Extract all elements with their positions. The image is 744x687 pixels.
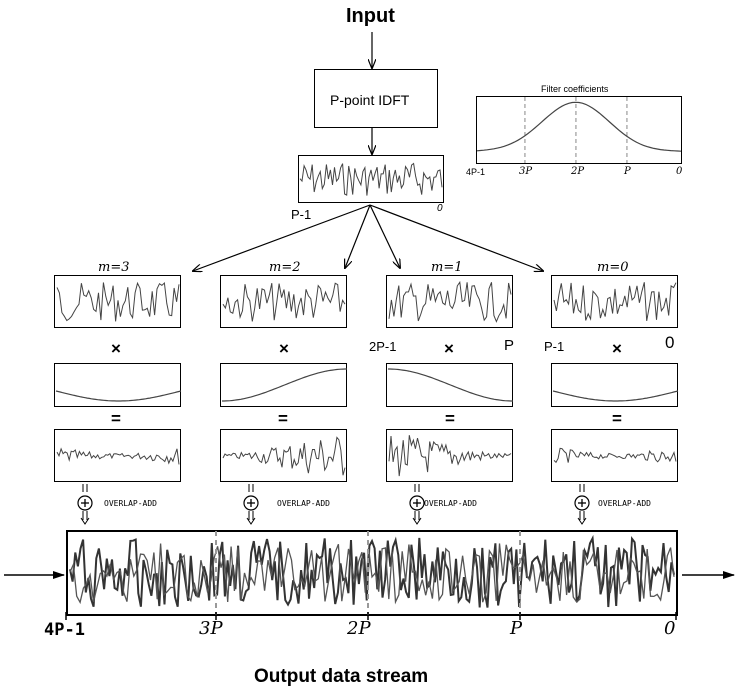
branch-signal-box bbox=[386, 275, 513, 328]
filter-tick-label: 0 bbox=[676, 166, 683, 177]
multiply-symbol: × bbox=[612, 339, 622, 358]
branch-window-box bbox=[54, 363, 181, 407]
equals-symbol: = bbox=[445, 409, 455, 428]
overlap-add-circle bbox=[574, 495, 590, 511]
window-right-label: 0 bbox=[665, 333, 675, 352]
idft-output-signal bbox=[298, 155, 444, 203]
idft-output-right-label: 0 bbox=[437, 203, 443, 214]
branch-m-label: m=0 bbox=[597, 260, 629, 275]
window-right-label: P bbox=[504, 337, 515, 354]
filter-coefficients-title: Filter coefficients bbox=[541, 84, 609, 94]
overlap-add-circle bbox=[409, 495, 425, 511]
branch-window-box bbox=[220, 363, 347, 407]
input-label: Input bbox=[346, 5, 395, 27]
idft-label: P-point IDFT bbox=[330, 92, 410, 108]
filter-tick-label: 3P bbox=[519, 166, 533, 177]
overlap-add-circle bbox=[243, 495, 259, 511]
branch-m-label: m=1 bbox=[431, 260, 463, 275]
overlap-add-label: OVERLAP-ADD bbox=[424, 499, 477, 508]
overlap-add-label: OVERLAP-ADD bbox=[104, 499, 157, 508]
equals-symbol: = bbox=[612, 409, 622, 428]
filter-tick-label: 2P bbox=[571, 166, 585, 177]
branch-arrow bbox=[345, 204, 371, 268]
multiply-symbol: × bbox=[279, 339, 289, 358]
branch-signal-box bbox=[220, 275, 347, 328]
output-data-stream-label: Output data stream bbox=[254, 666, 429, 687]
branch-product-box bbox=[220, 429, 347, 482]
overlap-add-label: OVERLAP-ADD bbox=[277, 499, 330, 508]
branch-window-box bbox=[386, 363, 513, 407]
branch-product-box bbox=[551, 429, 678, 482]
branch-signal-box bbox=[54, 275, 181, 328]
ola-arrow-head bbox=[246, 517, 256, 525]
branch-arrow bbox=[369, 204, 400, 268]
ola-arrow-head bbox=[80, 517, 90, 525]
output-tick-label: 2P bbox=[347, 618, 371, 639]
idft-box bbox=[314, 69, 438, 128]
window-left-label: 2P-1 bbox=[369, 339, 397, 354]
branch-window-box bbox=[551, 363, 678, 407]
overlap-add-label: OVERLAP-ADD bbox=[598, 499, 651, 508]
output-tick-label: 0 bbox=[664, 618, 676, 639]
equals-symbol: = bbox=[111, 409, 121, 428]
ola-arrow-head bbox=[577, 517, 587, 525]
overlap-add-circle bbox=[77, 495, 93, 511]
idft-output-left-label: P-1 bbox=[291, 207, 312, 222]
branch-product-box bbox=[54, 429, 181, 482]
branch-signal-box bbox=[551, 275, 678, 328]
multiply-symbol: × bbox=[111, 339, 121, 358]
branch-m-label: m=3 bbox=[98, 260, 130, 275]
equals-symbol: = bbox=[278, 409, 288, 428]
filter-tick-label: P bbox=[624, 166, 631, 177]
output-tick-label: P bbox=[510, 618, 523, 639]
multiply-symbol: × bbox=[444, 339, 454, 358]
output-stream-box bbox=[66, 530, 678, 616]
output-tick-label: 3P bbox=[199, 618, 223, 639]
window-left-label: P-1 bbox=[544, 339, 565, 354]
ola-arrow-head bbox=[412, 517, 422, 525]
filter-coefficients-panel bbox=[476, 96, 682, 164]
branch-product-box bbox=[386, 429, 513, 482]
output-tick-label: 4P-1 bbox=[44, 620, 85, 640]
filter-tick-label: 4P-1 bbox=[466, 167, 486, 177]
branch-m-label: m=2 bbox=[269, 260, 301, 275]
